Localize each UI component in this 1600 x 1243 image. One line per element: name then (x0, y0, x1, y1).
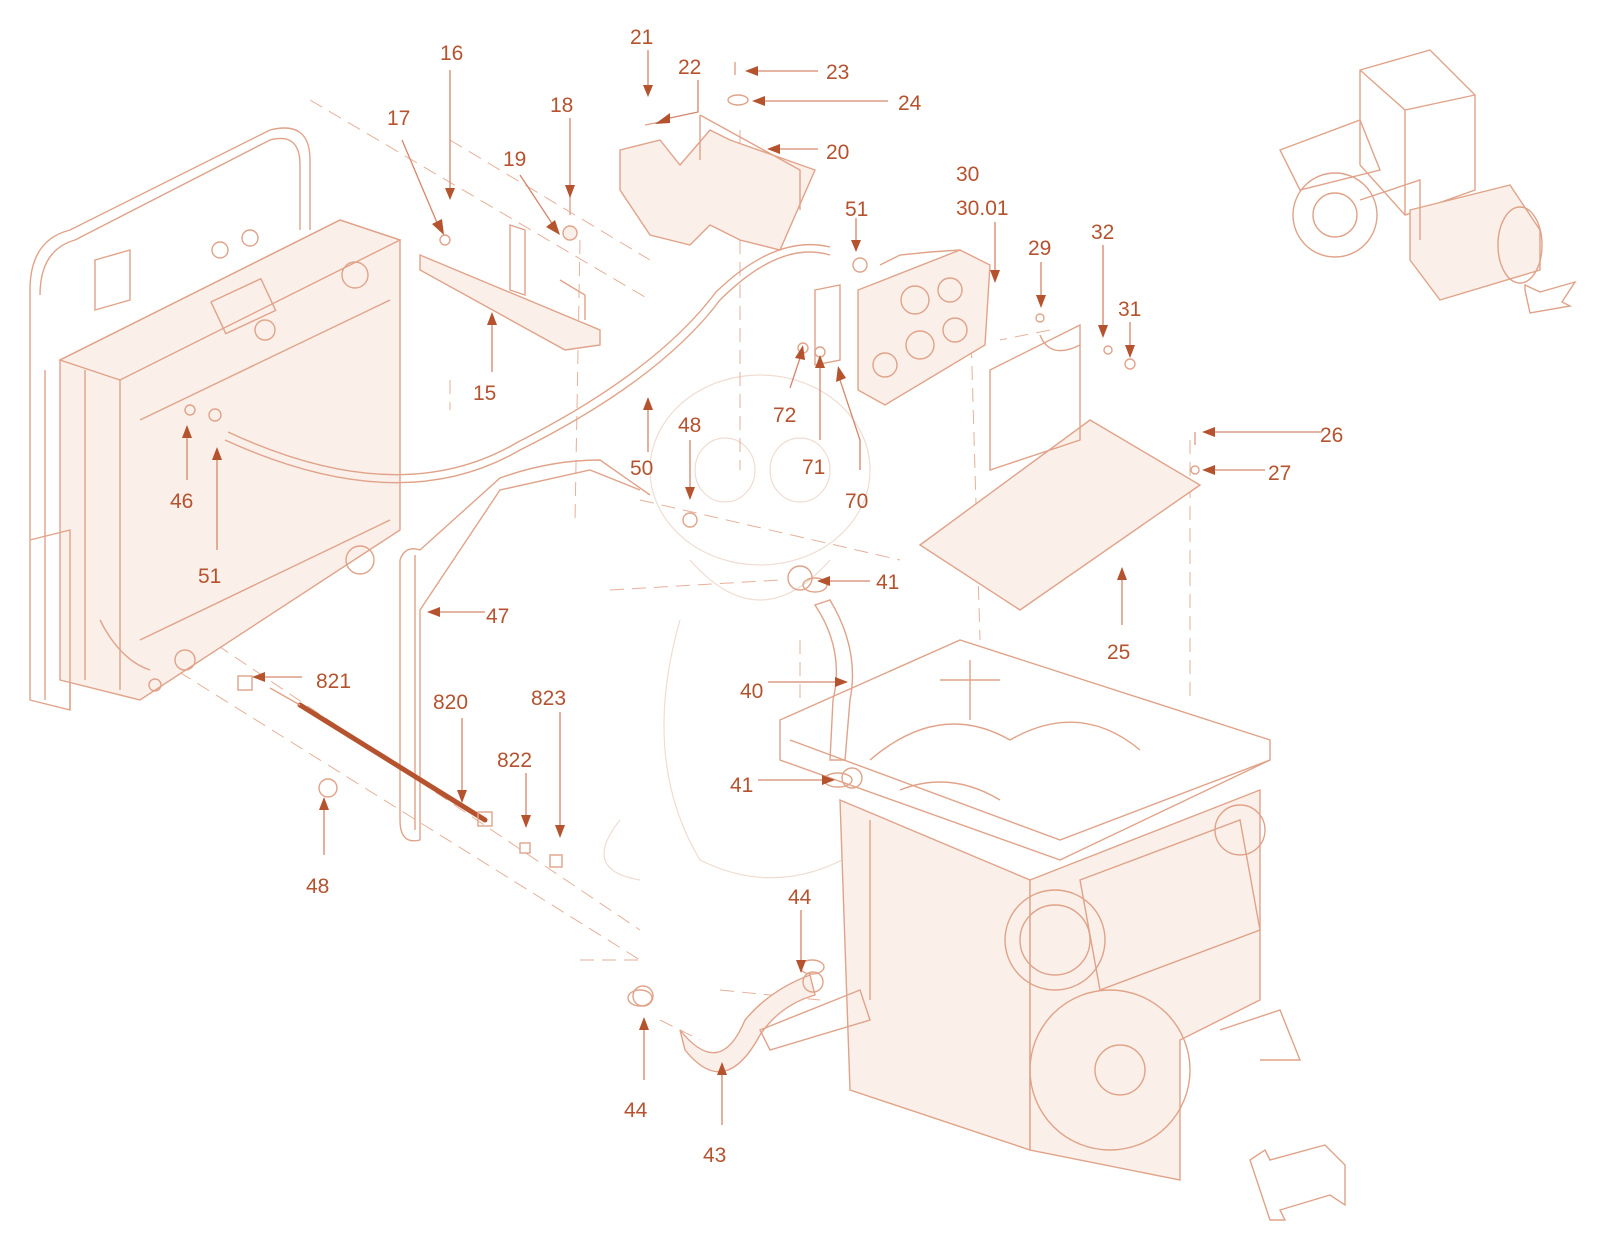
callout-47: 47 (486, 605, 509, 628)
callout-41-lower: 41 (730, 774, 753, 797)
expansion-tank-30 (814, 249, 991, 406)
hose-50 (224, 243, 831, 484)
callout-21: 21 (630, 26, 653, 49)
callout-821: 821 (316, 670, 351, 693)
callout-40: 40 (740, 680, 763, 703)
callout-22: 22 (678, 56, 701, 79)
callout-43: 43 (703, 1144, 726, 1167)
callout-51-top: 51 (845, 198, 868, 221)
callout-820: 820 (433, 691, 468, 714)
callout-48-upper: 48 (678, 414, 701, 437)
callout-71: 71 (802, 456, 825, 479)
callout-41-upper: 41 (876, 571, 899, 594)
callout-44-lower: 44 (624, 1099, 648, 1122)
callout-70: 70 (845, 490, 868, 513)
callout-25: 25 (1107, 641, 1130, 664)
callout-leaders (182, 50, 1322, 1125)
direction-arrow-icon (1524, 280, 1577, 314)
radiator-assembly (29, 127, 402, 711)
hose-820 (269, 687, 493, 827)
mounting-plate-25 (918, 323, 1202, 611)
callout-15: 15 (473, 382, 496, 405)
callout-23: 23 (826, 61, 849, 84)
callout-50: 50 (630, 457, 653, 480)
engine-block (759, 639, 1302, 1181)
callout-18: 18 (550, 94, 573, 117)
callout-16: 16 (440, 42, 463, 65)
callout-30-01: 30.01 (956, 197, 1009, 220)
callout-48-lower: 48 (306, 875, 329, 898)
callout-26: 26 (1320, 424, 1343, 447)
callout-24: 24 (898, 92, 922, 115)
callout-17: 17 (387, 107, 410, 130)
callout-30: 30 (956, 163, 979, 186)
callout-823: 823 (531, 687, 566, 710)
callout-822: 822 (497, 749, 532, 772)
watermark-figure (603, 374, 871, 881)
callout-labels: 16 17 18 19 15 21 22 23 24 20 30 30.01 5… (170, 26, 1343, 1167)
callout-19: 19 (503, 148, 526, 171)
callout-31: 31 (1118, 298, 1141, 321)
callout-32: 32 (1091, 221, 1114, 244)
callout-27: 27 (1268, 462, 1291, 485)
bracket-20 (619, 114, 816, 251)
callout-44-upper: 44 (788, 886, 812, 909)
pipe-47 (399, 459, 651, 842)
bracket-15 (419, 224, 601, 351)
direction-arrow-icon (1249, 1144, 1346, 1221)
callout-51-left: 51 (198, 565, 221, 588)
roller-thumbnail (1279, 49, 1543, 301)
callout-20: 20 (826, 141, 849, 164)
callout-72: 72 (773, 404, 796, 427)
callout-46: 46 (170, 490, 193, 513)
callout-29: 29 (1028, 237, 1051, 260)
